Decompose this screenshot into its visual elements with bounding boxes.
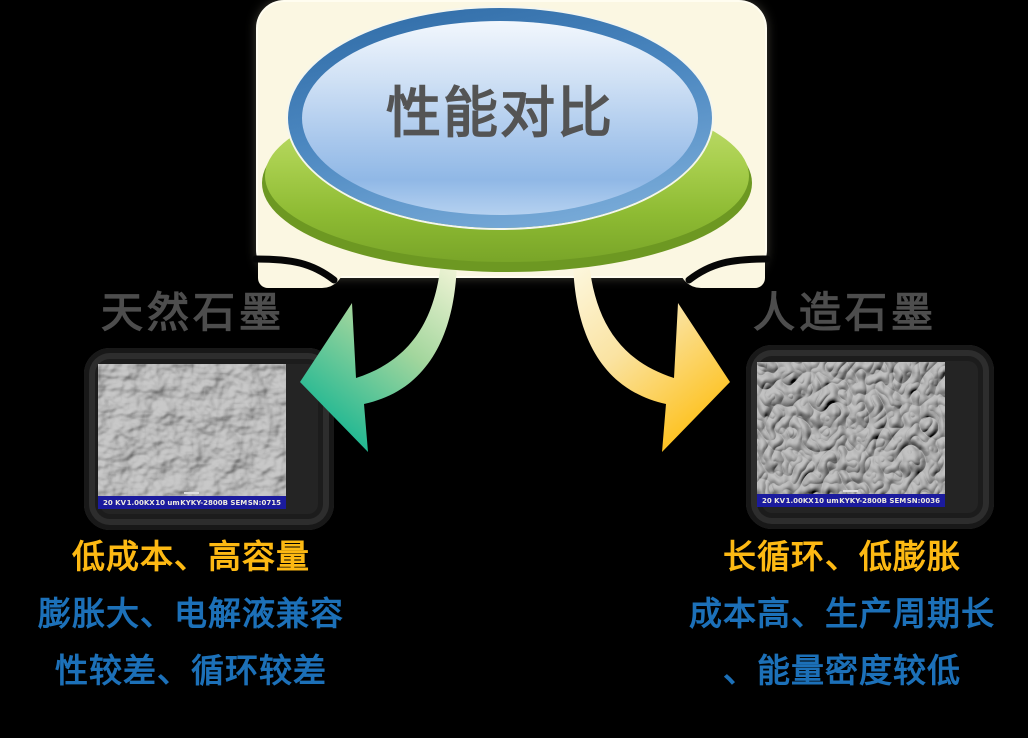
facts-natural-cons-line1: 膨胀大、电解液兼容 — [38, 594, 344, 633]
sem-kv: 20 KV — [762, 496, 786, 505]
facts-artificial-cons-line2: 、能量密度较低 — [723, 651, 961, 690]
scale-bar-icon — [184, 492, 199, 494]
sem-texture-artificial — [757, 362, 945, 497]
sem-texture-natural — [98, 364, 286, 496]
sem-caption-artificial: 20 KV 1.00KX 10 um KYKY-2800B SEM SN:003… — [757, 490, 945, 507]
sem-scale: 10 um — [155, 498, 180, 507]
scale-bar-icon — [843, 490, 858, 492]
facts-artificial: 长循环、低膨胀 成本高、生产周期长 、能量密度较低 — [652, 528, 1028, 699]
sem-device: KYKY-2800B SEM — [839, 496, 907, 505]
sem-device: KYKY-2800B SEM — [180, 498, 248, 507]
facts-artificial-cons-line1: 成本高、生产周期长 — [689, 594, 995, 633]
hub-blue-face-ellipse — [302, 21, 698, 215]
sem-image-artificial: 20 KV 1.00KX 10 um KYKY-2800B SEM SN:003… — [757, 362, 945, 507]
sem-frame-artificial: 20 KV 1.00KX 10 um KYKY-2800B SEM SN:003… — [746, 345, 994, 529]
label-natural-graphite: 天然石墨 — [100, 288, 285, 337]
facts-artificial-pros: 长循环、低膨胀 — [723, 537, 961, 576]
sem-serial: SN:0715 — [247, 498, 281, 507]
sem-serial: SN:0036 — [906, 496, 940, 505]
sem-magnification: 1.00KX — [785, 496, 814, 505]
facts-natural-cons-line2: 性较差、循环较差 — [55, 651, 327, 690]
facts-natural: 低成本、高容量 膨胀大、电解液兼容 性较差、循环较差 — [1, 528, 381, 699]
sem-caption-natural: 20 KV 1.00KX 10 um KYKY-2800B SEM SN:071… — [98, 492, 286, 509]
hub-title: 性能对比 — [385, 81, 614, 145]
label-artificial-graphite: 人造石墨 — [752, 288, 937, 337]
sem-frame-natural: 20 KV 1.00KX 10 um KYKY-2800B SEM SN:071… — [84, 348, 334, 530]
sem-scale: 10 um — [814, 496, 839, 505]
sem-magnification: 1.00KX — [126, 498, 155, 507]
facts-natural-pros: 低成本、高容量 — [72, 537, 310, 576]
sem-image-natural: 20 KV 1.00KX 10 um KYKY-2800B SEM SN:071… — [98, 364, 286, 509]
sem-kv: 20 KV — [103, 498, 127, 507]
